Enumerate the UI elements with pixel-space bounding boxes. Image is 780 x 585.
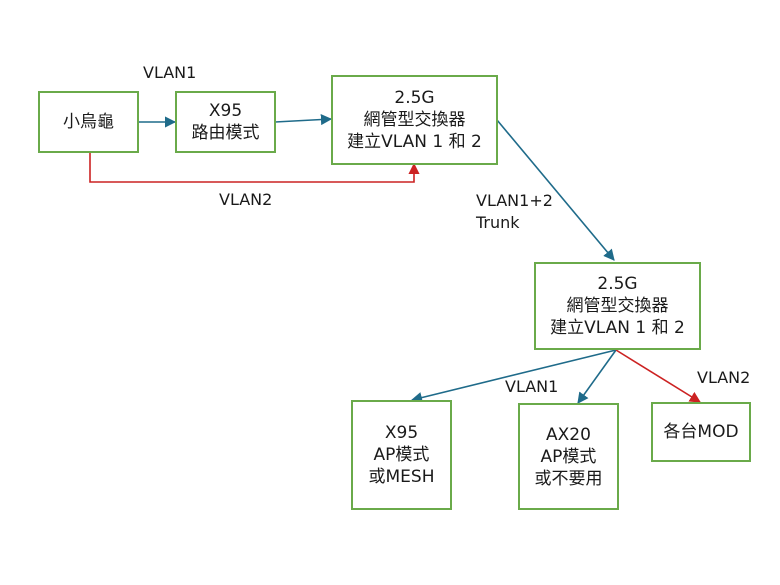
node-turtle-line-1: 小烏龜 [63,112,114,132]
node-x95-router-line-1: X95 [208,101,243,121]
label-vlan1-top: VLAN1 [143,63,197,82]
edge-switch-to-mod [615,349,701,403]
node-mod-devices-line-1: 各台MOD [663,422,739,442]
label-vlan2-top: VLAN2 [219,190,273,209]
node-switch-top-line-2: 網管型交換器 [363,110,466,130]
node-switch-top: 2.5G 網管型交換器 建立VLAN 1 和 2 [331,75,498,165]
node-switch-bottom-line-1: 2.5G [597,274,638,294]
node-switch-top-line-3: 建立VLAN 1 和 2 [347,132,482,152]
label-trunk-line-1: VLAN1+2 [476,191,553,210]
label-trunk-line-2: Trunk [476,213,520,232]
node-switch-bottom-line-2: 網管型交換器 [566,296,669,316]
node-mod-devices: 各台MOD [651,402,751,462]
node-switch-bottom: 2.5G 網管型交換器 建立VLAN 1 和 2 [534,262,701,350]
node-switch-top-line-1: 2.5G [394,88,435,108]
node-ax20-ap-line-1: AX20 [546,424,591,445]
node-x95-router: X95 路由模式 [175,91,276,153]
node-ax20-ap: AX20 AP模式 或不要用 [518,403,619,510]
node-ax20-ap-line-2: AP模式 [540,446,597,467]
edge-switch-to-ax20 [577,349,617,404]
edge-switch-to-x95-ap [410,349,617,404]
edge-turtle-to-switch-top-vlan2 [89,152,420,183]
edge-trunk [496,119,615,261]
label-vlan1-bottom: VLAN1 [505,377,559,396]
node-ax20-ap-line-3: 或不要用 [534,468,603,489]
node-x95-ap-line-3: 或MESH [368,467,435,487]
node-x95-router-line-2: 路由模式 [191,123,260,143]
node-switch-bottom-line-3: 建立VLAN 1 和 2 [550,318,685,338]
edge-x95-to-switch-top [274,113,333,126]
node-x95-ap-line-1: X95 [384,423,419,443]
node-turtle: 小烏龜 [38,91,139,153]
label-vlan2-bottom: VLAN2 [697,368,751,387]
node-x95-ap: X95 AP模式 或MESH [351,400,452,510]
node-x95-ap-line-2: AP模式 [373,445,430,465]
